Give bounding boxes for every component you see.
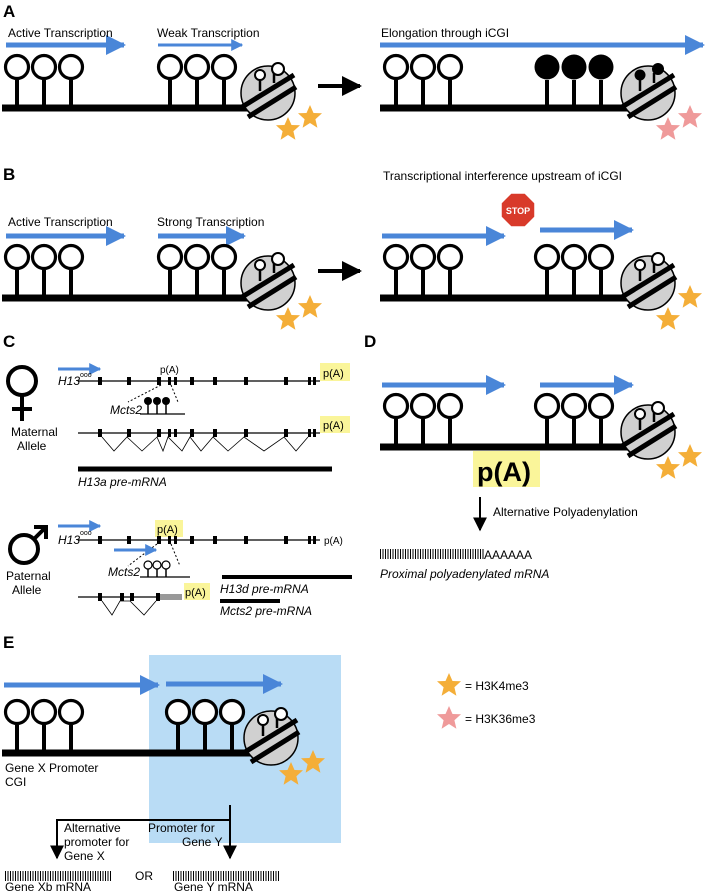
- polya-label: p(A): [323, 420, 344, 432]
- active-transcription-label: Active Transcription: [8, 26, 113, 40]
- polya-tail: AAAAAA: [484, 548, 532, 562]
- zoom-line: [170, 384, 179, 403]
- icgi-circle: [621, 63, 676, 120]
- nucleosome-group: [156, 243, 238, 298]
- zoom-line: [170, 543, 181, 567]
- nucleosome-group: [382, 392, 464, 447]
- icgi-circle: [621, 402, 676, 459]
- nucleosome-group: [533, 243, 615, 298]
- polya-label: p(A): [324, 536, 343, 547]
- polya-label: p(A): [477, 457, 531, 487]
- nucleosome-group: [382, 53, 464, 108]
- mcts2-label: Mcts2: [110, 403, 142, 417]
- h3k4me3-star: [276, 117, 300, 140]
- gene-xb-label: Gene Xb mRNA: [5, 880, 91, 893]
- strong-transcription-label: Strong Transcription: [157, 215, 264, 229]
- female-symbol-icon: [6, 365, 38, 421]
- splice-lines: [101, 436, 309, 453]
- methylated-nucleosome-group: [532, 52, 616, 108]
- promoter-y-label: Promoter for: [148, 821, 215, 835]
- h3k4me3-star: [298, 105, 322, 128]
- h3k4me3-star: [276, 307, 300, 330]
- panel-label-d: D: [364, 332, 376, 351]
- stop-sign-icon: STOP: [500, 192, 536, 228]
- zoom-line: [127, 543, 158, 567]
- nucleosome-group: [156, 53, 238, 108]
- active-transcription-label: Active Transcription: [8, 215, 113, 229]
- nucleosome-group: [382, 243, 464, 298]
- h3k36me3-star: [656, 117, 680, 140]
- or-label: OR: [135, 869, 153, 883]
- gene-x-promoter-label: Gene X Promoter: [5, 761, 98, 775]
- panel-label-a: A: [3, 2, 15, 21]
- polya-box: [320, 416, 350, 433]
- internal-polya-label: p(A): [160, 365, 179, 376]
- alt-promoter-label-2: promoter for: [64, 835, 129, 849]
- polya-box: [320, 363, 350, 381]
- mcts2-exon: [160, 594, 182, 600]
- maternal-label: Maternal: [11, 425, 58, 439]
- icgi-circle: [241, 63, 296, 120]
- h3k36me3-legend-star: [437, 706, 461, 729]
- gene-y-label: Gene Y mRNA: [174, 880, 253, 893]
- alt-promoter-label-3: Gene X: [64, 849, 105, 863]
- polya-label: p(A): [323, 368, 344, 380]
- splice-lines: [101, 600, 157, 616]
- alt-promoter-label: Alternative: [64, 821, 121, 835]
- h3k4me3-star: [678, 285, 702, 308]
- panel-label-b: B: [3, 165, 15, 184]
- nucleosome-group: [3, 698, 85, 753]
- h13a-label: H13a pre-mRNA: [78, 475, 167, 489]
- h13-label: H13: [58, 374, 80, 388]
- exons: [98, 593, 160, 601]
- promoter-y-label-2: Gene Y: [182, 835, 222, 849]
- nucleosome-group: [533, 392, 615, 447]
- h13-label: H13: [58, 533, 80, 547]
- polya-box: [473, 451, 540, 487]
- exons: [98, 377, 316, 385]
- panel-label-c: C: [3, 332, 15, 351]
- h3k4me3-legend-star: [437, 673, 461, 696]
- paternal-label: Paternal: [6, 569, 51, 583]
- h3k4me3-star: [656, 456, 680, 479]
- elongation-label: Elongation through iCGI: [381, 26, 509, 40]
- icgi-circle: [241, 253, 296, 310]
- stop-sign-text: STOP: [506, 206, 530, 216]
- methylated-promoter: [144, 397, 170, 414]
- panel-label-e: E: [3, 633, 14, 652]
- polya-label: p(A): [185, 587, 206, 599]
- alt-promoter-arrow: [50, 819, 230, 860]
- weak-transcription-label: Weak Transcription: [157, 26, 260, 40]
- h3k4me3-legend-label: = H3K4me3: [465, 679, 529, 693]
- polya-box: [184, 583, 210, 600]
- promoter-marks: ooo: [80, 372, 92, 379]
- male-symbol-icon: [8, 525, 48, 565]
- exons: [98, 429, 316, 437]
- h13d-label: H13d pre-mRNA: [220, 582, 309, 596]
- h3k36me3-star: [678, 105, 702, 128]
- h3k36me3-legend-label: = H3K36me3: [465, 712, 536, 726]
- allele-label: Allele: [17, 439, 47, 453]
- h3k4me3-star: [678, 444, 702, 467]
- promoter-marks: ooo: [80, 530, 92, 537]
- nucleosome-group: [164, 698, 246, 753]
- exons: [98, 536, 316, 544]
- nucleosome-group: [3, 53, 85, 108]
- alt-polya-label: Alternative Polyadenylation: [493, 505, 638, 519]
- polya-label: p(A): [157, 524, 178, 536]
- interference-label: Transcriptional interference upstream of…: [383, 169, 622, 183]
- proximal-mrna-label: Proximal polyadenylated mRNA: [380, 567, 549, 581]
- cgi-label: CGI: [5, 775, 26, 789]
- polya-box: [155, 520, 183, 537]
- mcts2-pre-label: Mcts2 pre-mRNA: [220, 604, 312, 618]
- h3k4me3-star: [656, 307, 680, 330]
- open-promoter: [143, 560, 171, 577]
- allele-label: Allele: [12, 583, 42, 597]
- nucleosome-group: [3, 243, 85, 298]
- mcts2-label: Mcts2: [108, 565, 140, 579]
- icgi-circle: [621, 253, 676, 310]
- h3k4me3-star: [298, 295, 322, 318]
